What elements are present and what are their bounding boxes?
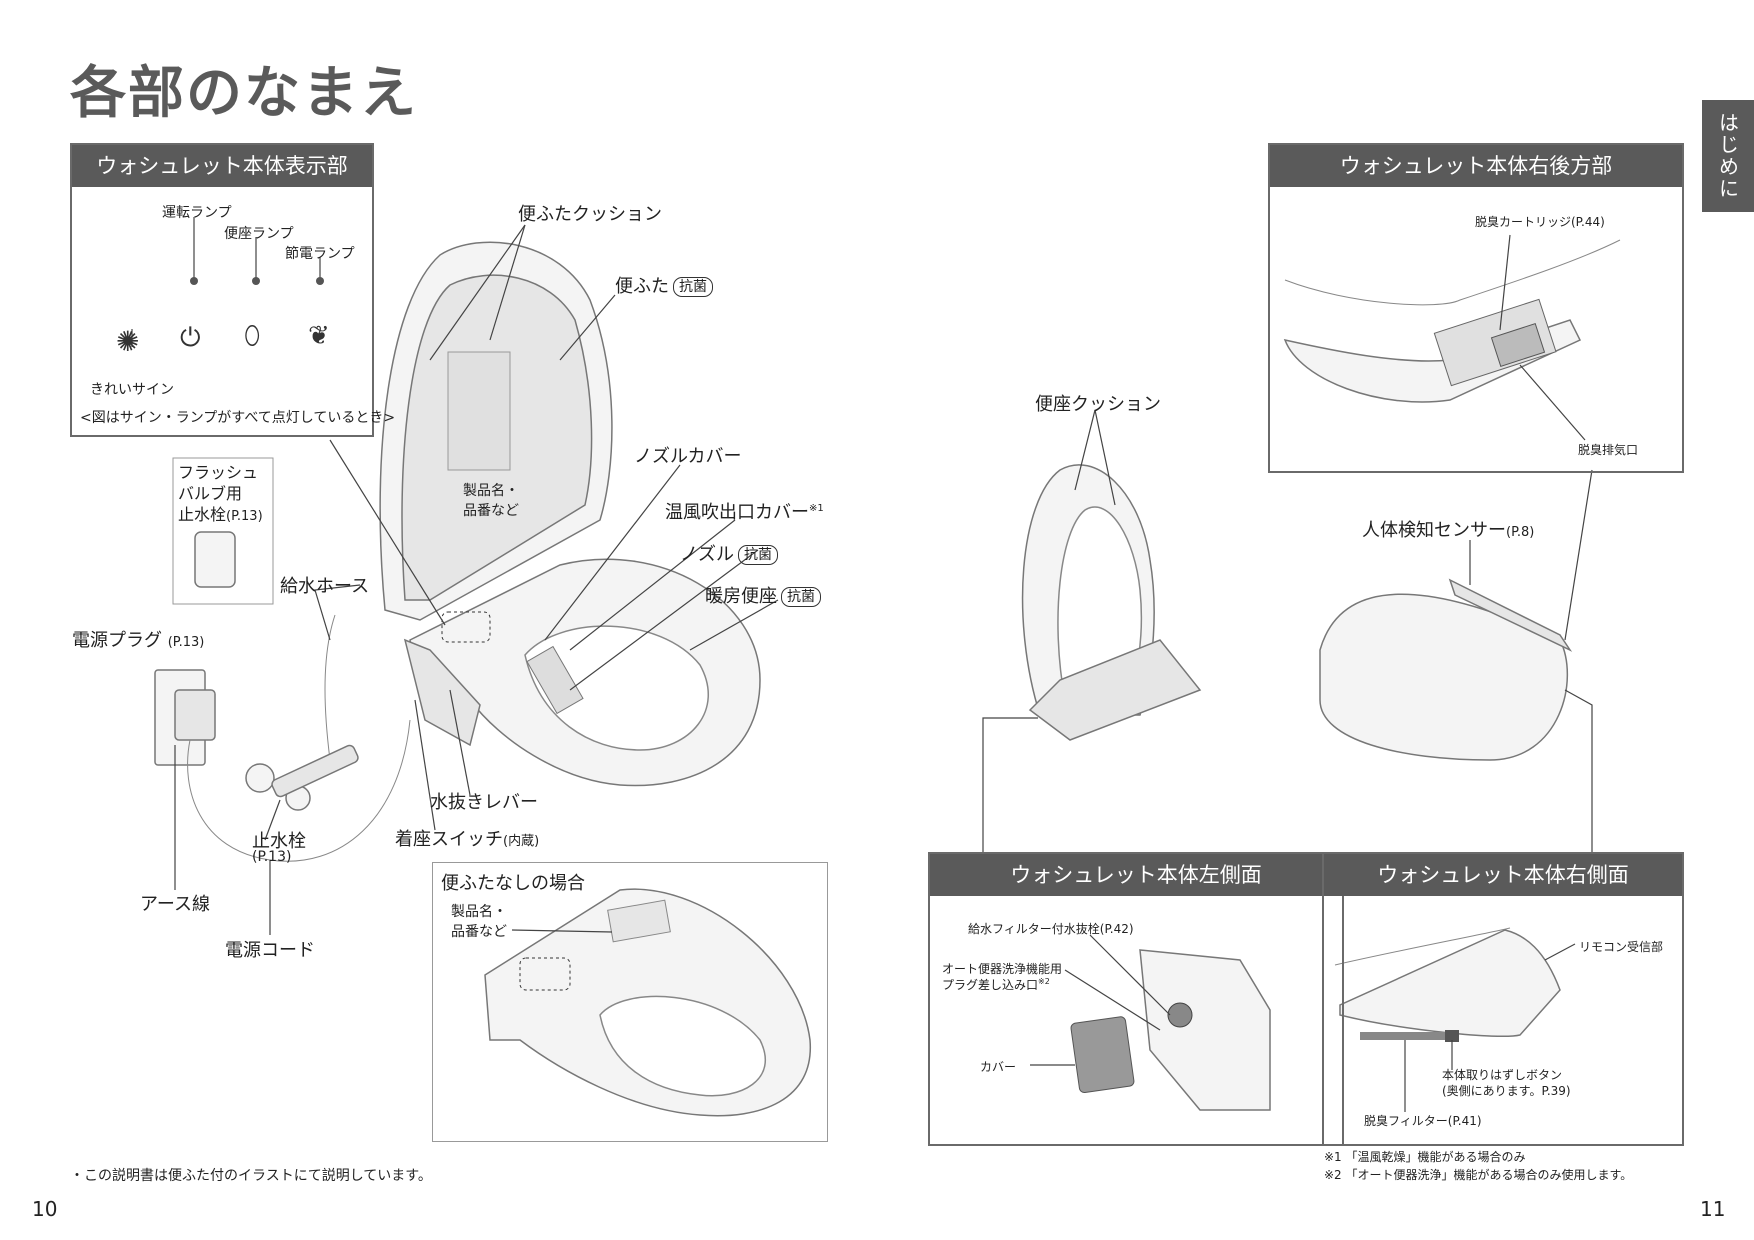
- display-dashed-box: [441, 611, 491, 643]
- lid-cushion-label: 便ふたクッション: [518, 204, 662, 225]
- display-panel-header: ウォシュレット本体表示部: [72, 145, 372, 187]
- stop-valve-ref: (P.13): [252, 849, 292, 865]
- leaf-icon: ❦: [308, 321, 330, 351]
- auto-flush-label-1: オート便器洗浄機能用: [942, 962, 1063, 976]
- drain-lever-label: 水抜きレバー: [430, 792, 538, 813]
- stop-valve-label: 止水栓: [252, 831, 306, 852]
- release-button-label-2: (奥側にあります。P.39): [1442, 1084, 1571, 1098]
- right-side-panel: ウォシュレット本体右側面 リモコン受信部 本体取りはずしボタン (奥側にあります…: [1322, 852, 1684, 1146]
- flush-valve-label: フラッシュ バルブ用 止水栓(P.13): [178, 463, 263, 524]
- display-note: <図はサイン・ランプがすべて点灯しているとき>: [80, 410, 396, 426]
- seat-cushion-label: 便座クッション: [1035, 394, 1161, 415]
- run-lamp-label: 運転ランプ: [162, 205, 232, 221]
- clean-sign-icon: ✺: [116, 325, 140, 358]
- footnote-left: ・この説明書は便ふた付のイラストにて説明しています。: [70, 1168, 432, 1184]
- antibacterial-badge: 抗菌: [738, 545, 778, 565]
- antibacterial-badge: 抗菌: [781, 587, 821, 607]
- lid-label: 便ふた抗菌: [615, 272, 713, 298]
- left-side-panel: ウォシュレット本体左側面 給水フィルター付水抜栓(P.42) オート便器洗浄機能…: [928, 852, 1344, 1146]
- page-title: 各部のなまえ: [70, 61, 418, 126]
- product-number-label: 品番など: [463, 503, 519, 519]
- earth-wire-label: アース線: [140, 894, 211, 915]
- deodor-exhaust-label: 脱臭排気口: [1578, 443, 1639, 457]
- power-cord-label: 電源コード: [225, 940, 315, 961]
- cover-label: カバー: [980, 1060, 1017, 1074]
- rear-right-header: ウォシュレット本体右後方部: [1270, 145, 1682, 187]
- release-button-label-1: 本体取りはずしボタン: [1442, 1068, 1563, 1082]
- body-unit: [403, 638, 481, 747]
- no-lid-header: 便ふたなしの場合: [441, 873, 585, 894]
- power-plug-label: 電源プラグ (P.13): [72, 630, 205, 651]
- product-name-label: 製品名・: [463, 483, 519, 499]
- deodor-filter-label: 脱臭フィルター(P.41): [1364, 1114, 1482, 1128]
- section-tab[interactable]: はじめに: [1702, 100, 1754, 212]
- eco-lamp-label: 節電ランプ: [285, 246, 355, 262]
- seat-switch-label: 着座スイッチ(内蔵): [395, 829, 540, 850]
- seat-lamp-label: 便座ランプ: [224, 226, 294, 242]
- body-sensor-label: 人体検知センサー(P.8): [1362, 520, 1535, 541]
- footnote-2: ※2 「オート便器洗浄」機能がある場合のみ使用します。: [1324, 1168, 1633, 1182]
- no-lid-product-name: 製品名・: [451, 904, 507, 920]
- heated-seat-label: 暖房便座抗菌: [705, 582, 821, 608]
- nozzle-cover-label: ノズルカバー: [634, 446, 742, 467]
- page-number-left: 10: [32, 1197, 58, 1221]
- warm-air-cover-label: 温風吹出口カバー※1: [665, 502, 824, 523]
- left-side-header: ウォシュレット本体左側面: [930, 854, 1342, 896]
- no-lid-box: 便ふたなしの場合 製品名・ 品番など: [432, 862, 828, 1142]
- power-icon: ⏻: [180, 323, 201, 353]
- lid-label-plate: [447, 351, 511, 471]
- deodor-cartridge-label: 脱臭カートリッジ(P.44): [1475, 215, 1605, 229]
- seat-opening: [524, 625, 710, 751]
- drain-plug-label: 給水フィルター付水抜栓(P.42): [968, 922, 1134, 936]
- display-panel: ウォシュレット本体表示部 ✺ ⏻ ⬯ ❦ 運転ランプ 便座ランプ 節電ランプ き…: [70, 143, 395, 437]
- antibacterial-badge: 抗菌: [673, 277, 713, 297]
- nozzle-label: ノズル抗菌: [680, 540, 778, 566]
- clean-sign-label: きれいサイン: [90, 382, 174, 398]
- page-number-right: 11: [1700, 1197, 1726, 1221]
- lamp-diagram: [131, 217, 324, 347]
- nozzle-illustration: [526, 645, 584, 715]
- auto-flush-label-2: プラグ差し込み口※2: [942, 977, 1050, 992]
- water-hose-label: 給水ホース: [280, 576, 370, 597]
- no-lid-product-number: 品番など: [451, 924, 507, 940]
- footnote-1: ※1 「温風乾燥」機能がある場合のみ: [1324, 1150, 1526, 1164]
- seat-icon: ⬯: [244, 321, 261, 351]
- remote-receiver-label: リモコン受信部: [1579, 940, 1664, 954]
- right-side-header: ウォシュレット本体右側面: [1324, 854, 1682, 896]
- rear-right-panel: ウォシュレット本体右後方部 脱臭カートリッジ(P.44) 脱臭排気口: [1268, 143, 1684, 473]
